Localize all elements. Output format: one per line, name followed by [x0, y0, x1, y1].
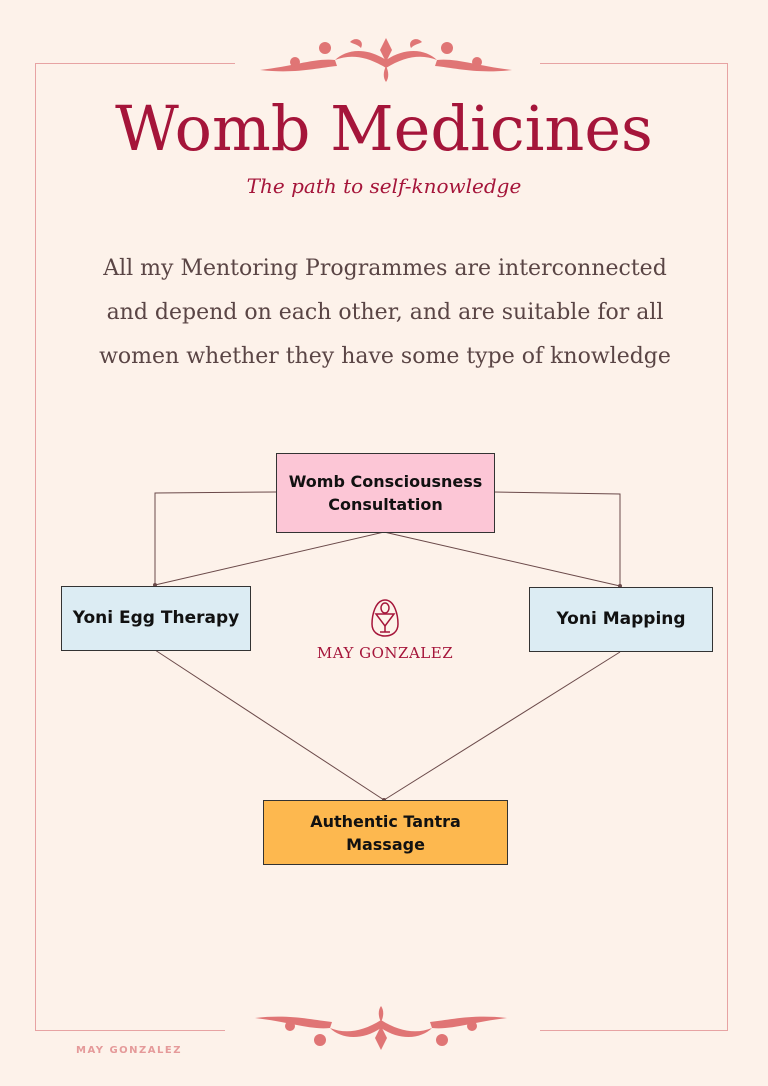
connector-yoni-egg-tantra [154, 649, 385, 801]
brand-logo: MAY GONZALEZ [300, 598, 470, 662]
frame-bottom-right [540, 1030, 728, 1031]
node-yoni-mapping: Yoni Mapping [529, 587, 713, 652]
frame-top-left [35, 63, 235, 64]
connector-yoni-mapping-tantra [383, 651, 621, 801]
node-label: Authentic Tantra [310, 811, 461, 831]
node-yoni-egg-therapy: Yoni Egg Therapy [61, 586, 251, 651]
frame-right [727, 63, 728, 1031]
intro-line: and depend on each other, and are suitab… [106, 300, 664, 325]
footer-brand: MAY GONZALEZ [76, 1045, 182, 1056]
node-label: Consultation [328, 495, 443, 514]
frame-top-right [540, 63, 728, 64]
frame-left [35, 63, 36, 1031]
node-label: Massage [346, 834, 425, 854]
node-label: Womb Consciousness [288, 472, 483, 491]
intro-line: women whether they have some type of kno… [99, 344, 671, 369]
intro-paragraph: All my Mentoring Programmes are intercon… [90, 247, 680, 379]
page-title: Womb Medicines [115, 92, 653, 165]
egg-chalice-logo-icon [371, 599, 399, 637]
node-label: Yoni Egg Therapy [72, 608, 240, 628]
page-subtitle: The path to self-knowledge [246, 174, 522, 198]
connector-consultation-yoni-egg-diag [154, 531, 385, 586]
top-ornament-icon [260, 38, 512, 82]
logo-text: MAY GONZALEZ [316, 644, 454, 662]
connector-consultation-yoni-mapping [493, 491, 621, 586]
node-label: Yoni Mapping [556, 609, 686, 629]
connector-consultation-yoni-egg [154, 491, 277, 585]
frame-bottom-left [35, 1030, 225, 1031]
connector-consultation-yoni-mapping-diag [383, 531, 621, 587]
intro-line: All my Mentoring Programmes are intercon… [103, 256, 667, 281]
bottom-ornament-icon [255, 1006, 507, 1050]
